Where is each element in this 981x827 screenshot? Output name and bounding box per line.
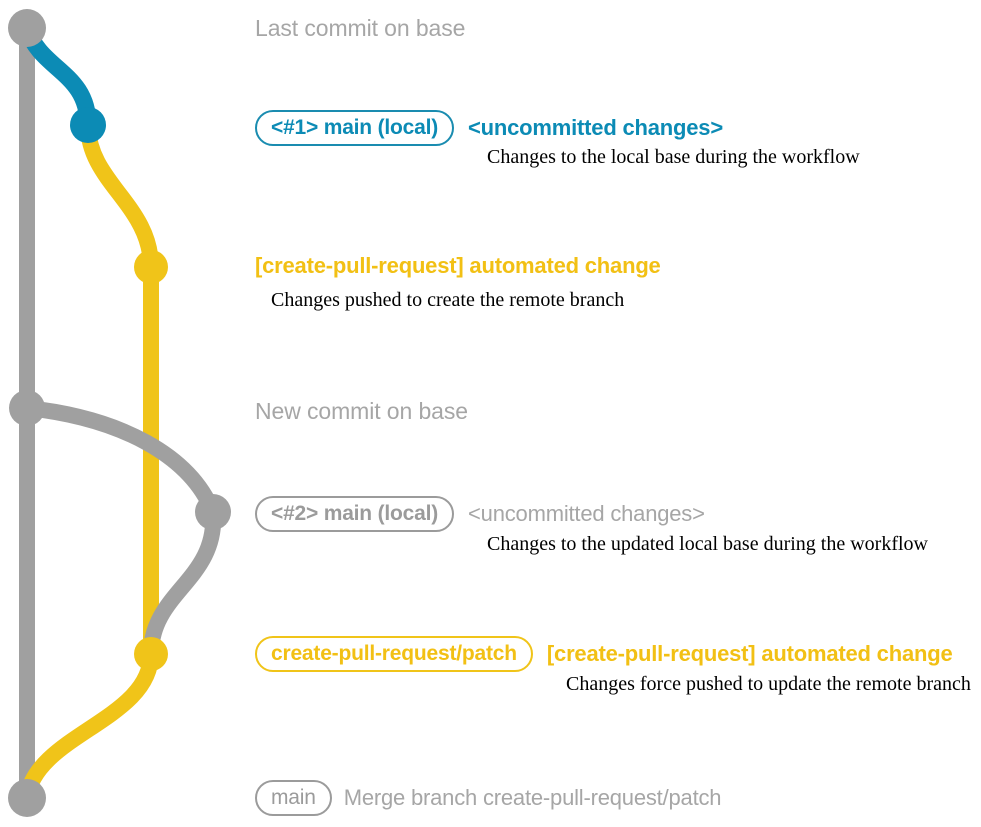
commit-node-local-2[interactable] (195, 494, 231, 530)
commit-node-merge[interactable] (8, 779, 46, 817)
row-local-main-1: <#1> main (local) <uncommitted changes> (255, 110, 723, 146)
commit-subject-local-main-1: <uncommitted changes> (468, 115, 723, 140)
commit-node-patch-1[interactable] (134, 250, 168, 284)
headline-last-commit-on-base: Last commit on base (255, 15, 466, 41)
headline-new-commit-on-base: New commit on base (255, 398, 468, 424)
commit-note-create-pull-request-2: Changes force pushed to update the remot… (566, 673, 971, 695)
commit-subject-create-pull-request-1: [create-pull-request] automated change (255, 253, 661, 278)
commit-subject-local-main-2: <uncommitted changes> (468, 501, 705, 526)
commit-note-create-pull-request-1: Changes pushed to create the remote bran… (271, 289, 625, 311)
edge-local2-to-patch2 (143, 504, 222, 662)
branch-pill-create-pull-request-patch[interactable]: create-pull-request/patch (255, 636, 533, 672)
commit-node-local-1[interactable] (70, 107, 106, 143)
commit-node-patch-2[interactable] (134, 637, 168, 671)
row-create-pull-request-commit-2: create-pull-request/patch [create-pull-r… (255, 636, 953, 672)
commit-subject-merge: Merge branch create-pull-request/patch (343, 785, 722, 810)
branch-pill-local-main-1[interactable]: <#1> main (local) (255, 110, 455, 146)
branch-pill-main[interactable]: main (255, 780, 332, 816)
edge-patch2-to-merge (19, 646, 159, 806)
commit-subject-create-pull-request-2: [create-pull-request] automated change (546, 641, 953, 666)
row-local-main-2: <#2> main (local) <uncommitted changes> (255, 496, 705, 532)
branch-pill-local-main-2[interactable]: <#2> main (local) (255, 496, 455, 532)
commit-note-local-main-2: Changes to the updated local base during… (487, 533, 928, 555)
commit-node-base-head[interactable] (8, 9, 46, 47)
commit-node-base-new[interactable] (9, 390, 45, 426)
row-merge-commit: main Merge branch create-pull-request/pa… (255, 780, 722, 816)
commit-note-local-main-1: Changes to the local base during the wor… (487, 146, 860, 168)
edge-basenew-to-local2 (19, 400, 221, 520)
row-create-pull-request-commit-1: [create-pull-request] automated change (255, 253, 661, 279)
edge-local1-to-patch1 (80, 117, 159, 275)
